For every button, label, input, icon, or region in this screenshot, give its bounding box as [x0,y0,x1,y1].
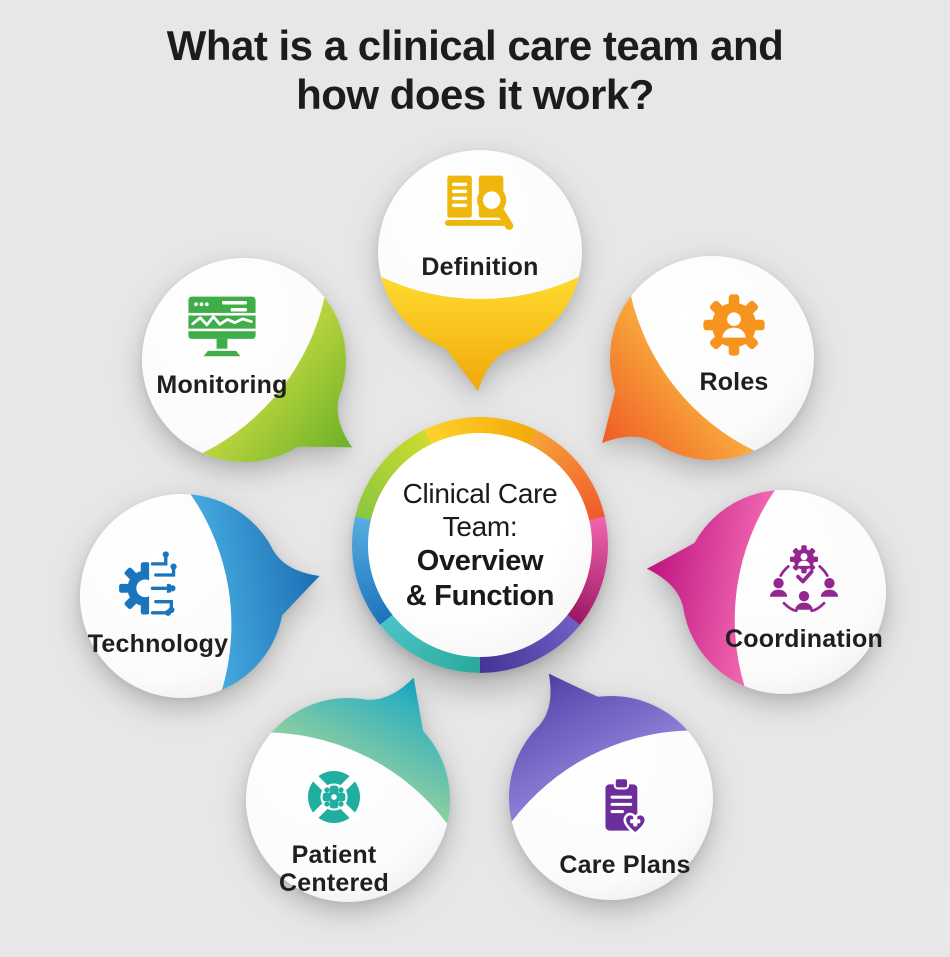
bubble-technology: Technology [67,483,320,753]
bubble-monitoring-shape [142,258,353,463]
bubble-roles: Roles [597,245,827,515]
title-line-1: What is a clinical care team and [166,22,784,69]
bubble-definition: Definition [365,139,595,409]
hub-title-line-1: Clinical Care [402,477,558,509]
bubble-care-plans: Care Plans [496,673,726,955]
bubble-technology-shape [80,494,320,698]
page-title: What is a clinical care team and how doe… [0,22,950,119]
hub-title-line-3: Overview [416,544,544,577]
title-line-2: how does it work? [296,70,654,118]
bubble-definition-shape [378,150,582,391]
hub-title-line-2: Team: [442,511,518,543]
hub: Clinical Care Team: Overview & Function [352,417,608,673]
bubble-care-plans-shape [508,673,713,900]
hub-circle: Clinical Care Team: Overview & Function [368,433,592,657]
bubble-monitoring: Monitoring [129,247,359,517]
bubble-roles-shape [602,256,814,461]
hub-title-line-4: & Function [405,579,555,612]
